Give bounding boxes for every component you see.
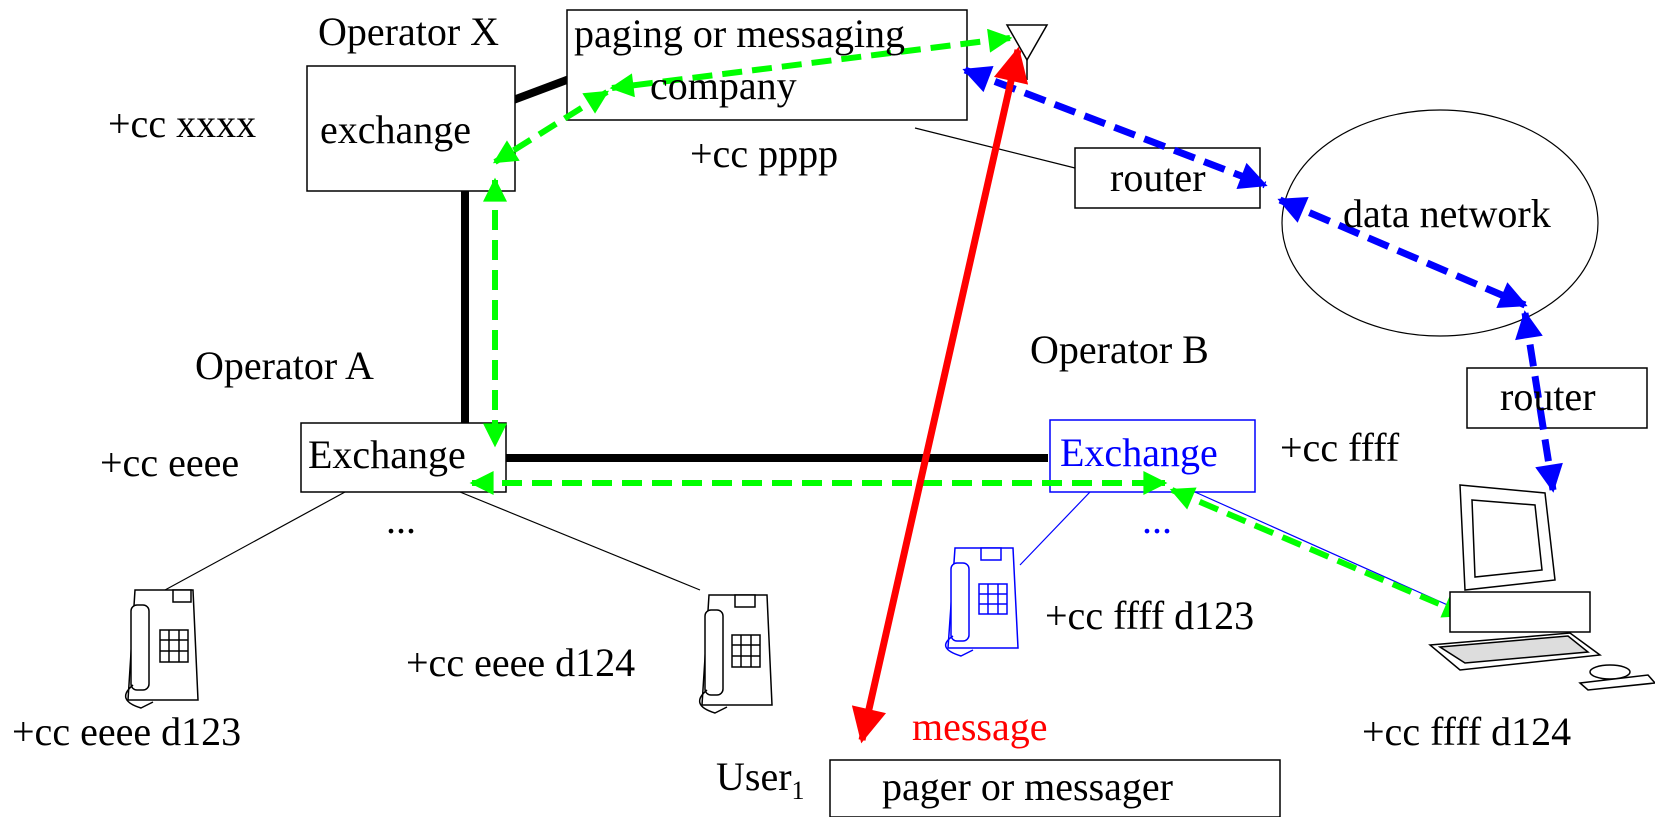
operator-b-number: +cc ffff [1280, 425, 1400, 470]
operator-a-title: Operator A [195, 343, 374, 388]
pager-box [829, 759, 1281, 817]
paging-company-line2: company [650, 63, 797, 108]
computer-number: +cc ffff d124 [1362, 709, 1572, 754]
radio-link [851, 46, 1029, 744]
operator-x-number: +cc xxxx [108, 101, 257, 146]
exchange-x-box [306, 65, 516, 192]
exchange-a-label: Exchange [308, 432, 466, 477]
telephone-icon [944, 547, 1019, 657]
phone-left-number: +cc eeee d123 [12, 709, 242, 754]
operator-b-ellipsis: ... [1142, 497, 1172, 542]
router-top-label: router [1110, 155, 1206, 200]
operator-a-ellipsis: ... [386, 497, 416, 542]
green-call-path [469, 28, 1468, 618]
operator-x-title: Operator X [318, 9, 500, 54]
user-label: User1 [716, 754, 805, 805]
phone-right-number: +cc eeee d124 [406, 640, 636, 685]
telephone-icon [698, 594, 773, 714]
user-subscript: 1 [791, 776, 805, 805]
phone-b-number: +cc ffff d123 [1045, 593, 1255, 638]
paging-company-number: +cc pppp [690, 131, 839, 176]
paging-company-line1: paging or messaging [574, 11, 906, 56]
link-exchange-a-phone-left [164, 491, 346, 591]
exchange-x-label: exchange [320, 107, 472, 152]
operator-a-number: +cc eeee [100, 440, 240, 485]
telephone-icon [124, 589, 199, 709]
computer-icon [1428, 484, 1655, 691]
pager-label: pager or messager [882, 764, 1173, 809]
message-label: message [912, 704, 1048, 749]
router-bottom-label: router [1500, 374, 1596, 419]
data-network-label: data network [1343, 191, 1551, 236]
link-exchange-a-phone-right [459, 491, 701, 591]
link-exchange-b-phone [1019, 491, 1091, 566]
trunk-x-paging [506, 74, 574, 106]
operator-b-title: Operator B [1030, 327, 1209, 372]
antenna-icon [1005, 24, 1049, 62]
exchange-b-label: Exchange [1060, 430, 1218, 475]
